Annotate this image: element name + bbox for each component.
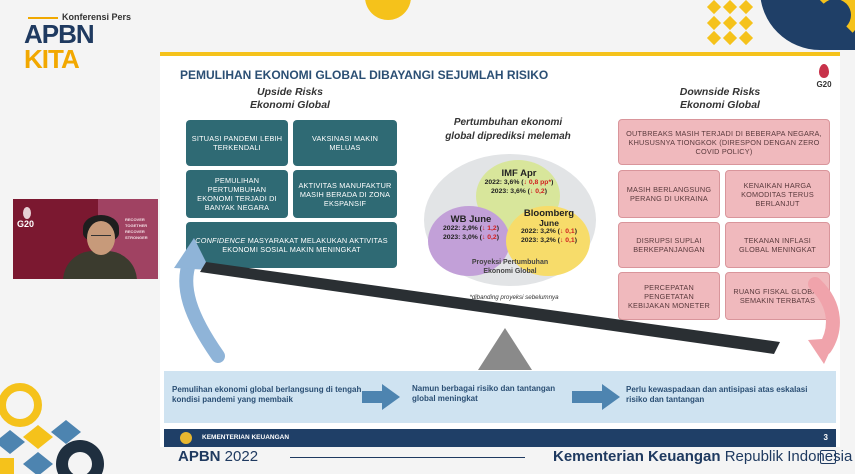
wb-projection: WB June 2022: 2,9% (↓ 1,2) 2023: 3,0% (↓…: [443, 214, 499, 241]
bottom-divider-line: [290, 457, 525, 458]
downside-item: MASIH BERLANGSUNG PERANG DI UKRAINA: [618, 170, 720, 218]
upside-item-confidence: CONFIDENCE MASYARAKAT MELAKUKAN AKTIVITA…: [186, 222, 397, 268]
downside-arrow-head: [808, 338, 836, 364]
downside-item: TEKANAN INFLASI GLOBAL MENINGKAT: [725, 222, 830, 268]
decor-bottom-left-pattern: [0, 383, 104, 474]
projection-footnote: *dibanding proyeksi sebelumnya: [469, 294, 559, 301]
upside-item: VAKSINASI MAKIN MELUAS: [293, 120, 397, 166]
decor-yellow-circle: [365, 0, 411, 20]
flow-arrow-1-icon: [382, 384, 400, 410]
upside-curve-arrow: [179, 254, 225, 363]
g20-emblem-icon: [23, 207, 31, 219]
bottom-apbn-label: APBN 2022: [178, 448, 259, 465]
bloomberg-projection: Bloomberg June 2022: 3,2% (↓ 0,1) 2023: …: [521, 208, 577, 244]
upside-item: PEMULIHAN PERTUMBUHAN EKONOMI TERJADI DI…: [186, 170, 288, 218]
speaker-face: [87, 221, 115, 255]
footer-org-name: KEMENTERIAN KEUANGAN: [202, 434, 290, 441]
downside-heading: Downside Risks Ekonomi Global: [679, 86, 761, 111]
downside-item: PERCEPATAN PENGETATAN KEBIJAKAN MONETER: [618, 272, 720, 320]
center-heading: Pertumbuhan ekonomi global diprediksi me…: [445, 117, 571, 142]
seesaw-illustration: [174, 238, 840, 370]
presentation-slide: PEMULIHAN EKONOMI GLOBAL DIBAYANGI SEJUM…: [160, 52, 840, 447]
flow-arrow-1-shaft: [362, 391, 382, 403]
g20-logo: G20: [812, 64, 836, 104]
fullscreen-icon[interactable]: [820, 450, 836, 464]
webcam-side-text: RECOVER TOGETHER RECOVER STRONGER: [125, 217, 148, 240]
logo-kita: KITA: [24, 44, 80, 74]
slide-title: PEMULIHAN EKONOMI GLOBAL DIBAYANGI SEJUM…: [180, 68, 549, 82]
decor-yellow-ring: [810, 0, 855, 40]
upside-item: SITUASI PANDEMI LEBIH TERKENDALI: [186, 120, 288, 166]
summary-flow-bar: Pemulihan ekonomi global berlangsung di …: [164, 371, 836, 423]
downside-curve-arrow: [808, 277, 840, 355]
flow-arrow-2-shaft: [572, 391, 602, 403]
slide-footer: KEMENTERIAN KEUANGAN 3: [164, 429, 836, 447]
downside-item: KENAIKAN HARGA KOMODITAS TERUS BERLANJUT: [725, 170, 830, 218]
flow-step-2: Namun berbagai risiko dan tantangan glob…: [412, 384, 556, 403]
logo-apbn: APBN: [24, 19, 95, 49]
flow-step-1: Pemulihan ekonomi global berlangsung di …: [172, 385, 362, 404]
upside-heading: Upside Risks Ekonomi Global: [250, 86, 330, 111]
speaker-glasses: [91, 235, 111, 240]
page-number: 3: [823, 433, 828, 442]
downside-item: OUTBREAKS MASIH TERJADI DI BEBERAPA NEGA…: [618, 119, 830, 165]
venn-wb-circle: [428, 206, 510, 276]
decor-diamond-tiles: [706, 0, 754, 46]
upside-item: AKTIVITAS MANUFAKTUR MASIH BERADA DI ZON…: [293, 170, 397, 218]
g20-emblem-icon: [819, 64, 829, 78]
flow-step-3: Perlu kewaspadaan dan antisipasi atas es…: [626, 385, 808, 404]
speaker-webcam: G20 RECOVER TOGETHER RECOVER STRONGER: [13, 199, 158, 279]
bottom-ministry-label: Kementerian Keuangan Republik Indonesia: [553, 448, 853, 465]
downside-item: DISRUPSI SUPLAI BERKEPANJANGAN: [618, 222, 720, 268]
upside-arrow-head: [174, 238, 210, 270]
logo-accent-line: [28, 17, 58, 19]
seesaw-beam: [200, 262, 780, 354]
kemenkeu-emblem-icon: [180, 432, 192, 444]
venn-bloomberg-circle: [506, 206, 590, 276]
projection-label: Proyeksi Pertumbuhan Ekonomi Global: [471, 259, 549, 275]
seesaw-fulcrum: [478, 328, 532, 370]
conference-label: Konferensi Pers: [62, 12, 132, 22]
imf-projection: IMF Apr 2022: 3,6% (↓ 0,8 pp*) 2023: 3,6…: [484, 168, 554, 195]
webcam-g20-label: G20: [17, 219, 35, 229]
flow-arrow-2-icon: [602, 384, 620, 410]
